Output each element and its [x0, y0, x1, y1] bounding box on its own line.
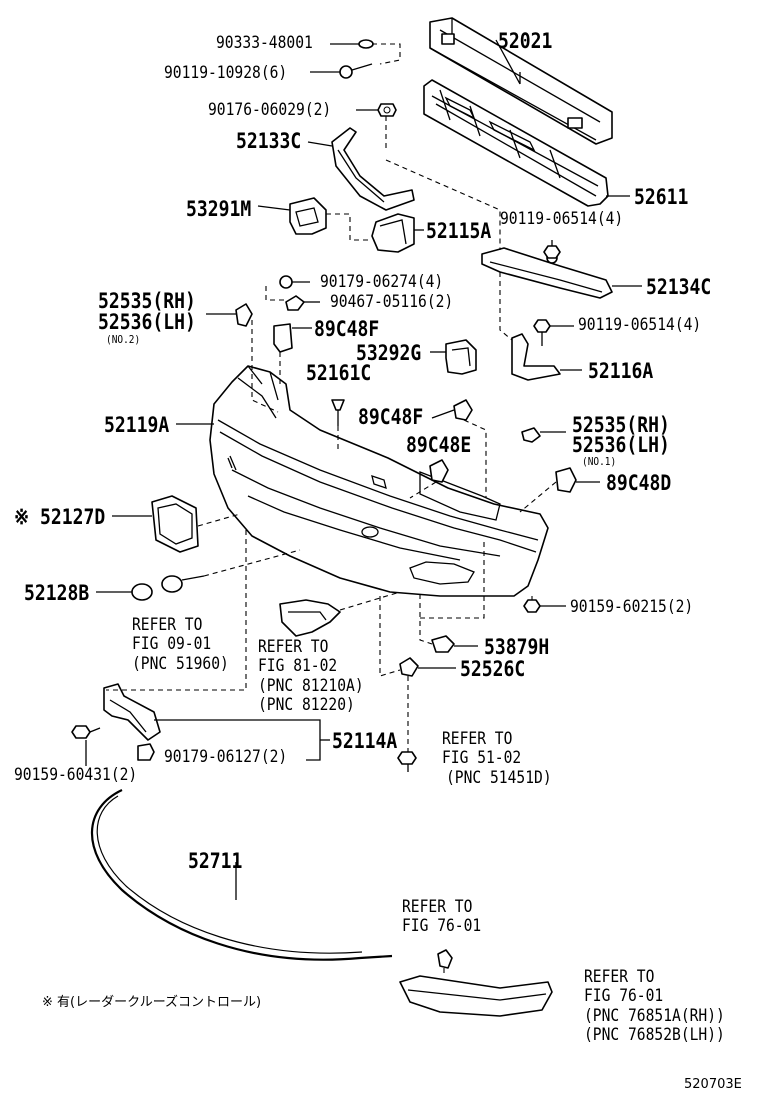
assembly-lines — [106, 43, 557, 976]
refer-fig-76-01-b-line3: (PNC 76851A(RH)) — [584, 1006, 725, 1026]
refer-fig-51-02-line2: FIG 51-02 — [442, 748, 522, 768]
label-89C48F-a: 89C48F — [314, 317, 380, 341]
label-90176-06029: 90176-06029(2) — [208, 100, 332, 120]
retainer-52134C — [481, 247, 613, 299]
bracket-53879H — [431, 635, 455, 653]
leader-lines — [85, 39, 642, 900]
label-52535-rh-a: 52535(RH) — [98, 289, 196, 313]
bracket-53292G — [445, 339, 477, 375]
bracket-52115A — [371, 213, 415, 253]
bracket-89C48D — [555, 467, 577, 493]
bracket-52535-no2 — [235, 303, 253, 327]
label-90333-48001: 90333-48001 — [216, 33, 313, 53]
screw-90119-10928 — [339, 63, 373, 79]
bumper-cover-52119A — [209, 365, 549, 597]
label-90467-05116: 90467-05116(2) — [330, 292, 454, 312]
label-90179-06274: 90179-06274(4) — [320, 272, 444, 292]
label-52611: 52611 — [634, 185, 689, 209]
label-90119-06514-a: 90119-06514(4) — [500, 209, 624, 229]
bracket-52535-no1 — [521, 427, 541, 443]
footnote: ※ 有(レーダークルーズコントロール) — [42, 995, 262, 1010]
plug-90333 — [358, 39, 374, 49]
bolt-90159-60215 — [523, 599, 541, 613]
label-90179-06127: 90179-06127(2) — [164, 747, 288, 767]
reflector-76851A — [399, 949, 553, 1017]
label-no1: (NO.1) — [582, 455, 617, 468]
label-53292G: 53292G — [356, 341, 422, 365]
pin-52161C — [331, 399, 345, 426]
label-52161C: 52161C — [306, 361, 372, 385]
label-53291M: 53291M — [186, 197, 252, 221]
bracket-52116A — [511, 333, 561, 381]
diagram-code: 520703E — [684, 1077, 742, 1092]
label-52134C: 52134C — [646, 275, 712, 299]
label-52116A: 52116A — [588, 359, 654, 383]
label-53879H: 53879H — [484, 635, 550, 659]
label-90119-06514-b: 90119-06514(4) — [578, 315, 702, 335]
cover-52127D — [151, 495, 199, 553]
refer-fig-76-01-a-line1: REFER TO — [402, 897, 473, 917]
bracket-89C48E — [429, 459, 449, 483]
bolt-90119-06514-a — [543, 240, 561, 259]
label-89C48E: 89C48E — [406, 433, 472, 457]
label-52711: 52711 — [188, 849, 243, 873]
label-52133C: 52133C — [236, 129, 302, 153]
bracket-52526C — [399, 657, 419, 677]
refer-fig-09-01-line2: FIG 09-01 — [132, 634, 212, 654]
bolt-90119-06514-b — [533, 319, 551, 346]
bracket-89C48F-b — [453, 399, 473, 421]
label-89C48F-b: 89C48F — [358, 405, 424, 429]
label-52021: 52021 — [498, 29, 553, 53]
label-90119-10928: 90119-10928(6) — [164, 63, 288, 83]
refer-fig-76-01-b-line4: (PNC 76852B(LH)) — [584, 1025, 725, 1045]
label-90159-60431: 90159-60431(2) — [14, 765, 138, 785]
bracket-52114A — [103, 683, 161, 741]
refer-fig-81-02-line3: (PNC 81210A) — [258, 676, 364, 696]
label-52114A: 52114A — [332, 729, 398, 753]
bracket-89C48F-a — [273, 323, 293, 353]
label-52526C: 52526C — [460, 657, 526, 681]
refer-fig-81-02-line1: REFER TO — [258, 637, 329, 657]
refer-fig-76-01-b-line1: REFER TO — [584, 967, 655, 987]
refer-fig-81-02-line4: (PNC 81220) — [258, 695, 355, 715]
refer-fig-09-01-line3: (PNC 51960) — [132, 654, 229, 674]
label-89C48D: 89C48D — [606, 471, 672, 495]
refer-fig-76-01-b-line2: FIG 76-01 — [584, 986, 664, 1006]
label-52536-lh-a: 52536(LH) — [98, 310, 196, 334]
refer-fig-76-01-a-line2: FIG 76-01 — [402, 916, 482, 936]
refer-fig-81-02-line2: FIG 81-02 — [258, 656, 338, 676]
retainer-52133C — [331, 127, 415, 211]
nut-90179-06127 — [137, 743, 155, 761]
fog-lamp-81210A — [279, 599, 341, 637]
refer-fig-51-02-line1: REFER TO — [442, 729, 513, 749]
energy-absorber-52611 — [423, 79, 609, 207]
bolt-90159-60431 — [71, 725, 101, 739]
label-52535-rh-b: 52535(RH) — [572, 413, 670, 437]
clip-90179-06274 — [279, 275, 293, 289]
refer-fig-09-01-line1: REFER TO — [132, 615, 203, 635]
cover-52128B — [131, 575, 205, 601]
label-90159-60215: 90159-60215(2) — [570, 597, 694, 617]
label-52127D: ※ 52127D — [14, 505, 106, 529]
molding-52711 — [90, 789, 393, 961]
bracket-53291M — [289, 197, 327, 235]
label-52119A: 52119A — [104, 413, 170, 437]
refer-fig-51-02-line3: (PNC 51451D) — [446, 768, 552, 788]
label-no2: (NO.2) — [106, 333, 141, 346]
label-52128B: 52128B — [24, 581, 90, 605]
clip-90467-05116 — [285, 295, 305, 311]
nut-90176 — [377, 103, 397, 117]
label-52115A: 52115A — [426, 219, 492, 243]
label-52536-lh-b: 52536(LH) — [572, 433, 670, 457]
bolt-51451D — [397, 751, 417, 772]
